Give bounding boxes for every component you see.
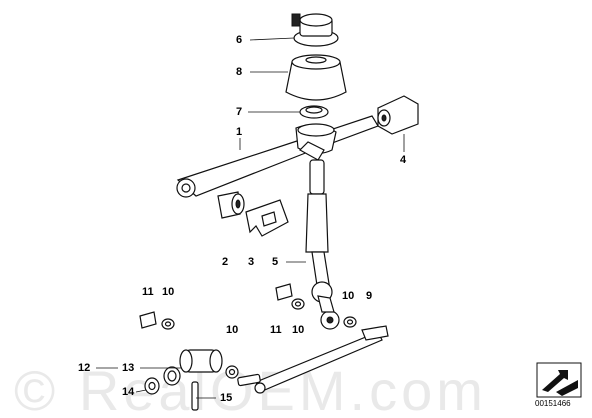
part-10-washer-bottom	[225, 365, 239, 379]
callout-10-bottom: 10	[226, 324, 239, 336]
part-15-pin	[191, 381, 199, 411]
reference-number: 00151466	[535, 399, 571, 408]
part-10-washer-right-a	[291, 298, 305, 310]
part-4-bushing	[377, 95, 419, 135]
part-11-clip-left	[139, 311, 157, 329]
part-10-washer-left	[161, 318, 175, 330]
callout-10-right: 10	[342, 290, 355, 302]
part-2-bushing	[217, 191, 245, 219]
callout-7: 7	[236, 106, 243, 118]
part-3-bracket	[245, 199, 289, 237]
callout-12: 12	[78, 362, 91, 374]
part-14-bushing	[144, 377, 160, 395]
callout-10-mid: 10	[292, 324, 305, 336]
callout-3: 3	[248, 256, 255, 268]
callout-2: 2	[222, 256, 229, 268]
callout-10-left: 10	[162, 286, 175, 298]
part-8-boot	[285, 54, 347, 101]
callout-5: 5	[272, 256, 279, 268]
part-13-joint	[179, 349, 223, 373]
nav-arrow-icon	[536, 362, 582, 398]
callout-1: 1	[236, 126, 243, 138]
callout-9: 9	[366, 290, 373, 302]
leader-lines	[96, 37, 405, 399]
callout-8: 8	[236, 66, 243, 78]
watermark: © RealOEM.com	[14, 359, 487, 418]
callout-14: 14	[122, 386, 135, 398]
part-12-ring	[163, 366, 181, 386]
part-11-clip-right	[275, 283, 293, 301]
part-1-shift-arm	[176, 115, 379, 198]
part-6-clamp	[291, 13, 339, 47]
part-9-selector-rod	[237, 325, 389, 394]
callout-11-right: 11	[270, 324, 282, 336]
part-7-ring	[299, 105, 329, 119]
part-10-washer-right-b	[343, 316, 357, 328]
callout-11-left: 11	[142, 286, 154, 298]
part-5-shift-lever	[305, 159, 340, 330]
callout-6: 6	[236, 34, 243, 46]
callout-4: 4	[400, 154, 407, 166]
callout-15: 15	[220, 392, 233, 404]
callout-13: 13	[122, 362, 135, 374]
